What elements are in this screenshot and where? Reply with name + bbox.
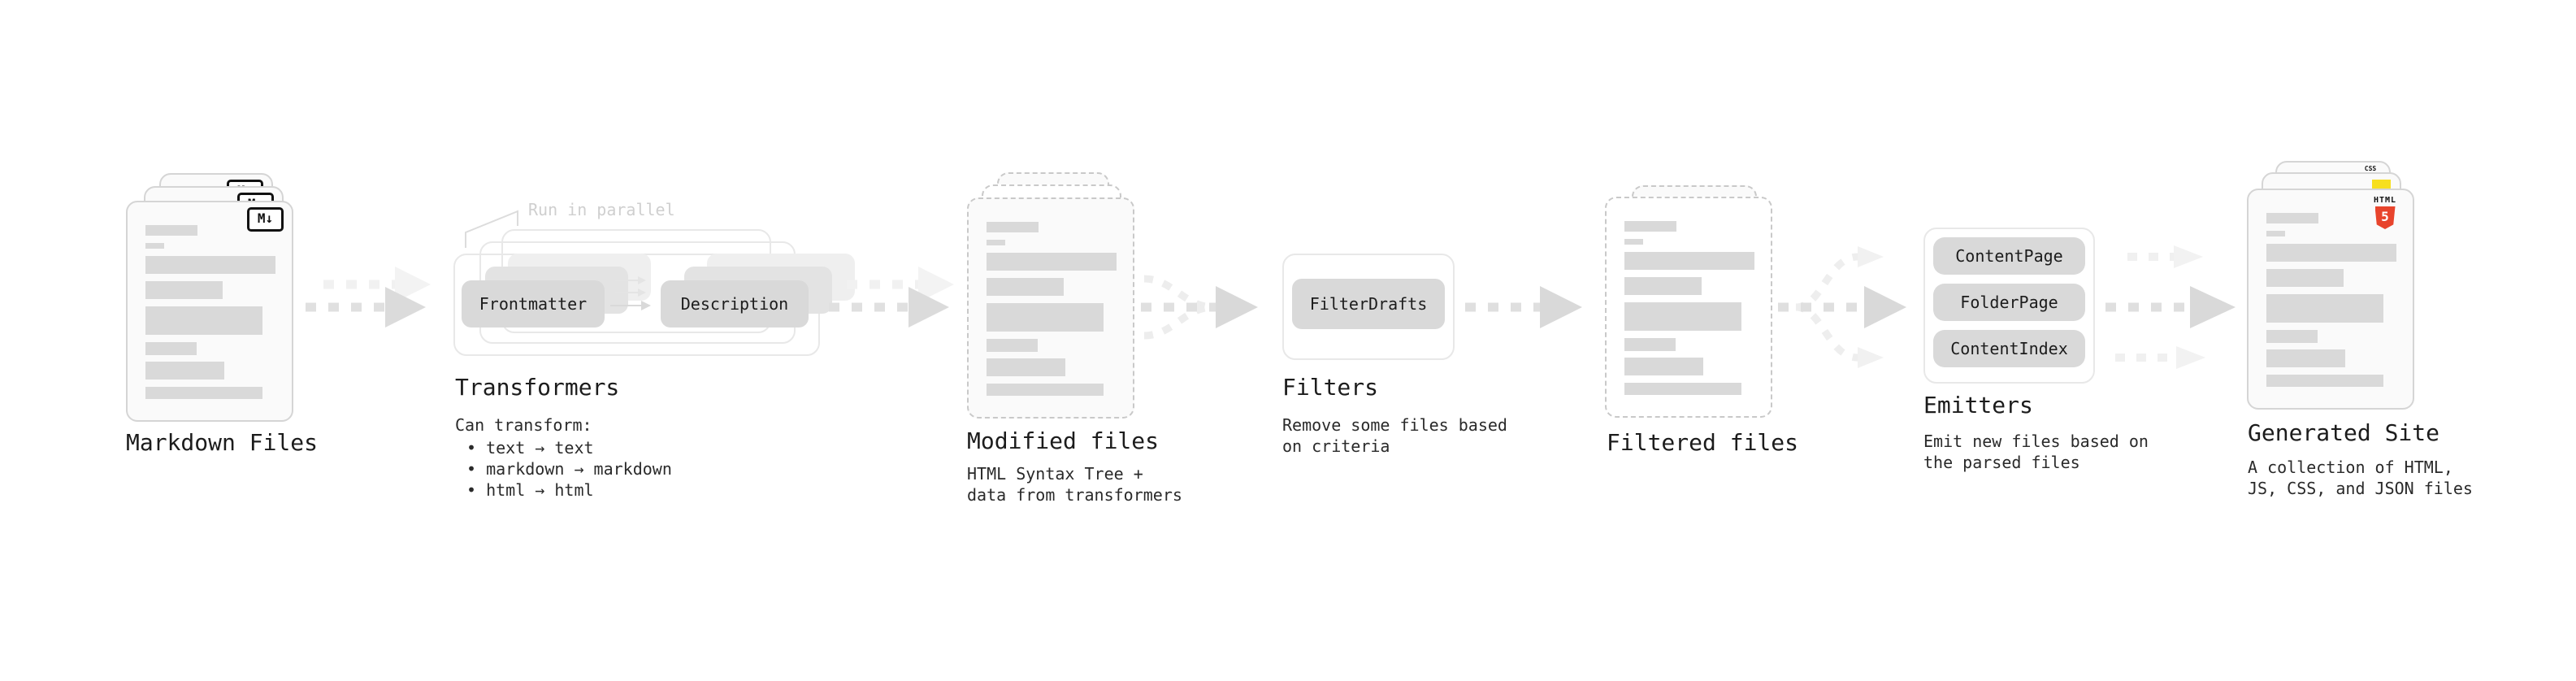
annotation-run-in-parallel: Run in parallel: [528, 200, 675, 219]
stage-label-transformers: Transformers: [455, 374, 620, 401]
stage-caption-emitters: Emit new files based on: [1923, 432, 2149, 451]
stage-caption-generated: A collection of HTML,: [2248, 458, 2453, 477]
chip-folderpage: FolderPage: [1933, 284, 2085, 321]
text-bar: [987, 222, 1039, 232]
arrow-modified-to-filters: [1141, 275, 1258, 340]
transform-bullet: • markdown → markdown: [466, 459, 672, 479]
text-bar: [145, 281, 223, 299]
text-bar: [145, 387, 262, 399]
chip-filterdrafts: FilterDrafts: [1292, 279, 1445, 329]
text-bar: [1624, 302, 1741, 331]
text-bar: [1624, 338, 1676, 351]
stage-label-filters: Filters: [1282, 374, 1379, 401]
text-bar: [145, 225, 197, 236]
filters-box: [1282, 254, 1455, 360]
arrow-transformers-to-modified: [829, 267, 954, 327]
text-bar: [2266, 213, 2318, 223]
text-bar: [2266, 294, 2383, 323]
text-bar: [987, 358, 1065, 376]
text-bar: [987, 339, 1038, 352]
text-bar: [145, 342, 197, 355]
stage-caption-modified: data from transformers: [967, 485, 1182, 505]
doc-card: [967, 197, 1134, 419]
html5-icon-shield: 5: [2374, 206, 2396, 229]
text-bar: [987, 253, 1117, 271]
text-bar: [145, 243, 164, 249]
emitters-box: [1923, 228, 2095, 384]
text-bar: [1624, 383, 1741, 395]
html5-icon-label: HTML: [2373, 196, 2397, 205]
text-bar: [145, 256, 275, 274]
text-bar: [987, 384, 1104, 396]
text-bar: [2266, 330, 2318, 343]
text-bar: [2266, 375, 2383, 387]
chip-contentindex: ContentIndex: [1933, 330, 2085, 367]
parallel-mini-arrows: [610, 276, 651, 310]
stage-caption-filters: on criteria: [1282, 436, 1390, 456]
text-bar: [987, 303, 1104, 332]
text-bar: [1624, 277, 1702, 295]
stage-caption-emitters: the parsed files: [1923, 453, 2080, 472]
stage-label-emitters: Emitters: [1923, 392, 2033, 419]
stage-caption-generated: JS, CSS, and JSON files: [2248, 479, 2473, 498]
text-bar: [1624, 221, 1676, 232]
text-bar: [1624, 252, 1754, 270]
arrow-emitters-to-generated: [2105, 245, 2236, 369]
stage-label-markdown-files: Markdown Files: [126, 429, 319, 456]
transform-bullet: • html → html: [466, 480, 594, 500]
arrow-filtered-to-emitters: [1778, 246, 1906, 368]
stage-label-generated-site: Generated Site: [2248, 419, 2440, 446]
css-icon-label: CSS: [2364, 165, 2377, 172]
doc-card: [1605, 197, 1772, 418]
arrow-filters-to-filtered: [1465, 286, 1582, 328]
stage-caption-modified: HTML Syntax Tree +: [967, 464, 1143, 484]
text-bar: [1624, 239, 1643, 245]
html5-icon: HTML 5: [2367, 197, 2403, 229]
chip-frontmatter: Frontmatter: [462, 280, 605, 327]
markdown-icon: M↓: [247, 207, 284, 232]
chip-contentpage: ContentPage: [1933, 237, 2085, 275]
leader-line: [465, 210, 518, 248]
text-bar: [2266, 231, 2285, 236]
text-bar: [2266, 244, 2396, 262]
stage-caption-transformers-title: Can transform:: [455, 415, 592, 435]
text-bar: [987, 278, 1064, 296]
text-bar: [145, 306, 262, 335]
stage-label-modified-files: Modified files: [967, 427, 1160, 454]
text-bar: [987, 240, 1005, 245]
text-bar: [2266, 349, 2345, 367]
transform-bullet: • text → text: [466, 438, 594, 458]
arrow-markdown-to-transformers: [306, 267, 431, 327]
text-bar: [145, 362, 224, 380]
chip-description: Description: [661, 280, 809, 327]
text-bar: [1624, 358, 1703, 375]
stage-caption-filters: Remove some files based: [1282, 415, 1507, 435]
doc-card: HTML 5: [2247, 189, 2414, 410]
text-bar: [2266, 269, 2344, 287]
doc-card: M↓: [126, 201, 293, 422]
stage-label-filtered-files: Filtered files: [1607, 429, 1799, 456]
